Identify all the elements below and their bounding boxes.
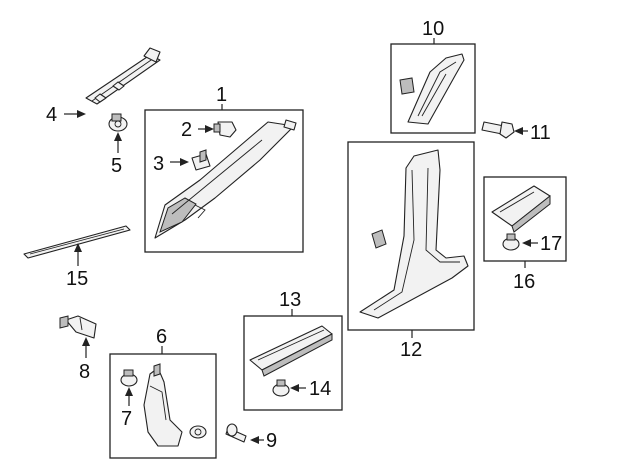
callout-15: 15 [66,268,88,290]
callout-6: 6 [156,326,167,348]
callout-7: 7 [121,408,132,430]
arrow-3 [180,158,189,166]
part-9-bolt [225,423,247,443]
part-13-scuff-plate [249,325,333,377]
part-8-pin [59,315,97,339]
box-10 [390,43,476,134]
arrow-14 [290,384,299,392]
part-17-retainer [502,233,520,251]
part-5-screw [108,113,128,132]
part-6-clip [189,425,207,439]
callout-9: 9 [266,430,277,452]
box-6 [109,353,217,459]
part-12-b-pillar-trim [359,149,469,319]
arrow-5 [114,132,122,141]
part-16-trim-cover [491,185,551,233]
callout-3: 3 [153,153,164,175]
arrow-15 [74,243,82,252]
arrow-9 [250,436,259,444]
callout-11: 11 [530,122,551,144]
callout-17: 17 [540,233,562,255]
callout-14: 14 [309,378,331,400]
part-14-retainer [272,379,290,397]
callout-12: 12 [400,339,422,361]
callout-2: 2 [181,119,192,141]
part-1-pillar-trim [154,119,297,239]
box-1 [144,109,304,253]
callout-13: 13 [279,289,301,311]
arrow-7 [125,387,133,396]
box-13 [243,315,343,411]
callout-8: 8 [79,361,90,383]
arrow-11 [514,127,523,135]
arrow-4 [77,110,86,118]
part-10-upper-trim [399,53,465,125]
arrow-2 [205,125,214,133]
part-3-bracket [191,149,211,171]
arrow-8 [82,337,90,346]
callout-5: 5 [111,155,122,177]
arrow-17 [522,239,531,247]
callout-16: 16 [513,271,535,293]
part-15-sill-strip [23,225,131,259]
part-4-pillar-strip [85,47,161,105]
part-7-push-pin [120,369,138,387]
part-11-bolt [481,121,515,139]
part-2-clip [213,121,237,138]
box-12 [347,141,475,331]
callout-10: 10 [422,18,444,40]
part-6-lower-trim [143,363,183,447]
callout-1: 1 [216,84,227,106]
callout-4: 4 [46,104,57,126]
